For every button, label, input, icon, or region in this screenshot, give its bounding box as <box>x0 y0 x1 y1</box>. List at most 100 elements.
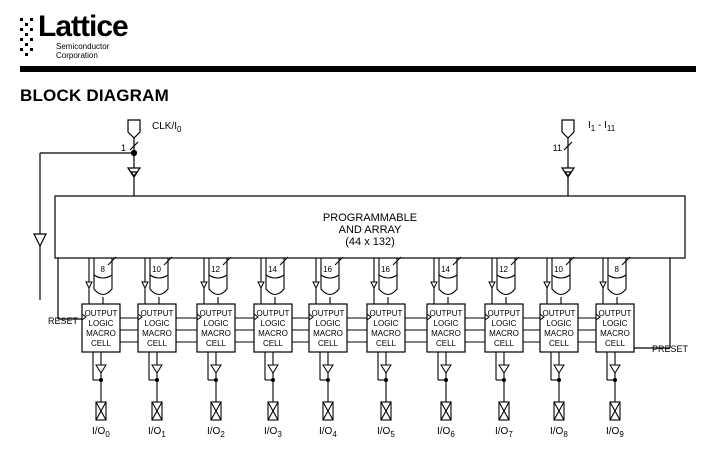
output-buffer <box>498 364 510 374</box>
feedback-buffer <box>488 281 496 290</box>
macro-cell-label: MACRO <box>489 329 519 338</box>
reset-label: RESET <box>48 316 79 326</box>
or-gate <box>607 273 627 296</box>
macro-cell-label: MACRO <box>313 329 343 338</box>
macro-cell-label: OUTPUT <box>312 309 345 318</box>
macro-cell-label: CELL <box>549 339 570 348</box>
output-logic-macro-cell <box>426 303 466 353</box>
product-term-count: 8 <box>101 265 106 274</box>
io-label: I/O2 <box>207 426 225 439</box>
macro-cell-label: LOGIC <box>603 319 628 328</box>
array-label-line1: PROGRAMMABLE <box>323 212 417 224</box>
macro-cell-label: MACRO <box>431 329 461 338</box>
data-input-pin <box>561 119 575 139</box>
clk-input-pin <box>127 119 141 139</box>
macro-cell-label: CELL <box>318 339 339 348</box>
clock-input-marker <box>196 313 202 321</box>
array-label-line2: AND ARRAY <box>339 224 402 236</box>
macro-cell-label: MACRO <box>142 329 172 338</box>
macro-cell-label: CELL <box>494 339 515 348</box>
output-logic-macro-cell <box>484 303 524 353</box>
lattice-logo: Lattice Semiconductor Corporation <box>20 10 130 62</box>
io-label: I/O0 <box>92 426 110 439</box>
macro-cell-label: LOGIC <box>316 319 341 328</box>
feedback-buffer <box>543 281 551 290</box>
logo-dot-grid <box>20 18 36 58</box>
or-gate <box>320 273 340 296</box>
clock-input-marker <box>426 313 432 321</box>
feedback-buffer <box>85 281 93 290</box>
output-buffer <box>440 364 452 374</box>
output-logic-macro-cell <box>196 303 236 353</box>
macro-cell-label: CELL <box>206 339 227 348</box>
brand-subtitle-line2: Corporation <box>56 51 98 60</box>
clock-input-marker <box>595 313 601 321</box>
output-buffer <box>151 364 163 374</box>
product-term-count: 12 <box>499 265 508 274</box>
output-logic-macro-cell <box>137 303 177 353</box>
macro-cell-label: CELL <box>605 339 626 348</box>
or-gate <box>496 273 516 296</box>
clock-input-marker <box>484 313 490 321</box>
macro-cell-label: OUTPUT <box>85 309 118 318</box>
output-logic-macro-cell <box>366 303 406 353</box>
io-label: I/O7 <box>495 426 513 439</box>
or-gate <box>438 273 458 296</box>
clock-input-marker <box>366 313 372 321</box>
macro-cell-label: MACRO <box>86 329 116 338</box>
preset-label: PRESET <box>652 344 689 354</box>
product-term-count: 16 <box>323 265 332 274</box>
io-label: I/O4 <box>319 426 337 439</box>
array-label-line3: (44 x 132) <box>345 236 395 248</box>
macro-cell-label: MACRO <box>544 329 574 338</box>
clk-bus-width: 1 <box>121 143 126 153</box>
feedback-buffer <box>257 281 265 290</box>
macro-cell-label: MACRO <box>600 329 630 338</box>
macro-cell-label: CELL <box>376 339 397 348</box>
output-buffer <box>380 364 392 374</box>
output-logic-macro-cell <box>595 303 635 353</box>
macro-cell-label: OUTPUT <box>599 309 632 318</box>
macro-cell-label: OUTPUT <box>200 309 233 318</box>
or-gate <box>149 273 169 296</box>
or-gate <box>378 273 398 296</box>
brand-subtitle: Semiconductor Corporation <box>56 42 109 60</box>
programmable-and-array <box>54 195 686 259</box>
macro-cell-label: MACRO <box>201 329 231 338</box>
feedback-buffer <box>430 281 438 290</box>
output-buffer <box>95 364 107 374</box>
clk-label: CLK/I0 <box>152 121 182 134</box>
io-label: I/O3 <box>264 426 282 439</box>
or-gate <box>551 273 571 296</box>
clock-input-marker <box>253 313 259 321</box>
or-gate <box>208 273 228 296</box>
output-buffer <box>210 364 222 374</box>
product-term-count: 10 <box>152 265 161 274</box>
output-logic-macro-cell <box>81 303 121 353</box>
macro-cell-label: OUTPUT <box>257 309 290 318</box>
brand-name: Lattice <box>38 10 129 43</box>
output-logic-macro-cell <box>539 303 579 353</box>
io-label: I/O6 <box>437 426 455 439</box>
macro-cell-label: OUTPUT <box>543 309 576 318</box>
output-buffer <box>553 364 565 374</box>
product-term-count: 16 <box>381 265 390 274</box>
macro-cell-label: OUTPUT <box>141 309 174 318</box>
feedback-buffer <box>141 281 149 290</box>
macro-cell-label: LOGIC <box>547 319 572 328</box>
clock-input-marker <box>137 313 143 321</box>
macro-cell-label: LOGIC <box>261 319 286 328</box>
output-buffer <box>322 364 334 374</box>
feedback-buffer <box>312 281 320 290</box>
product-term-count: 12 <box>211 265 220 274</box>
io-label: I/O8 <box>550 426 568 439</box>
data-bus-width: 11 <box>553 143 562 153</box>
io-label: I/O1 <box>148 426 166 439</box>
macro-cell-label: OUTPUT <box>488 309 521 318</box>
or-gate <box>265 273 285 296</box>
macro-cell-label: LOGIC <box>492 319 517 328</box>
data-input-label: I1 - I11 <box>588 120 616 133</box>
feedback-buffer <box>599 281 607 290</box>
macro-cell-label: CELL <box>436 339 457 348</box>
macro-cell-label: MACRO <box>258 329 288 338</box>
